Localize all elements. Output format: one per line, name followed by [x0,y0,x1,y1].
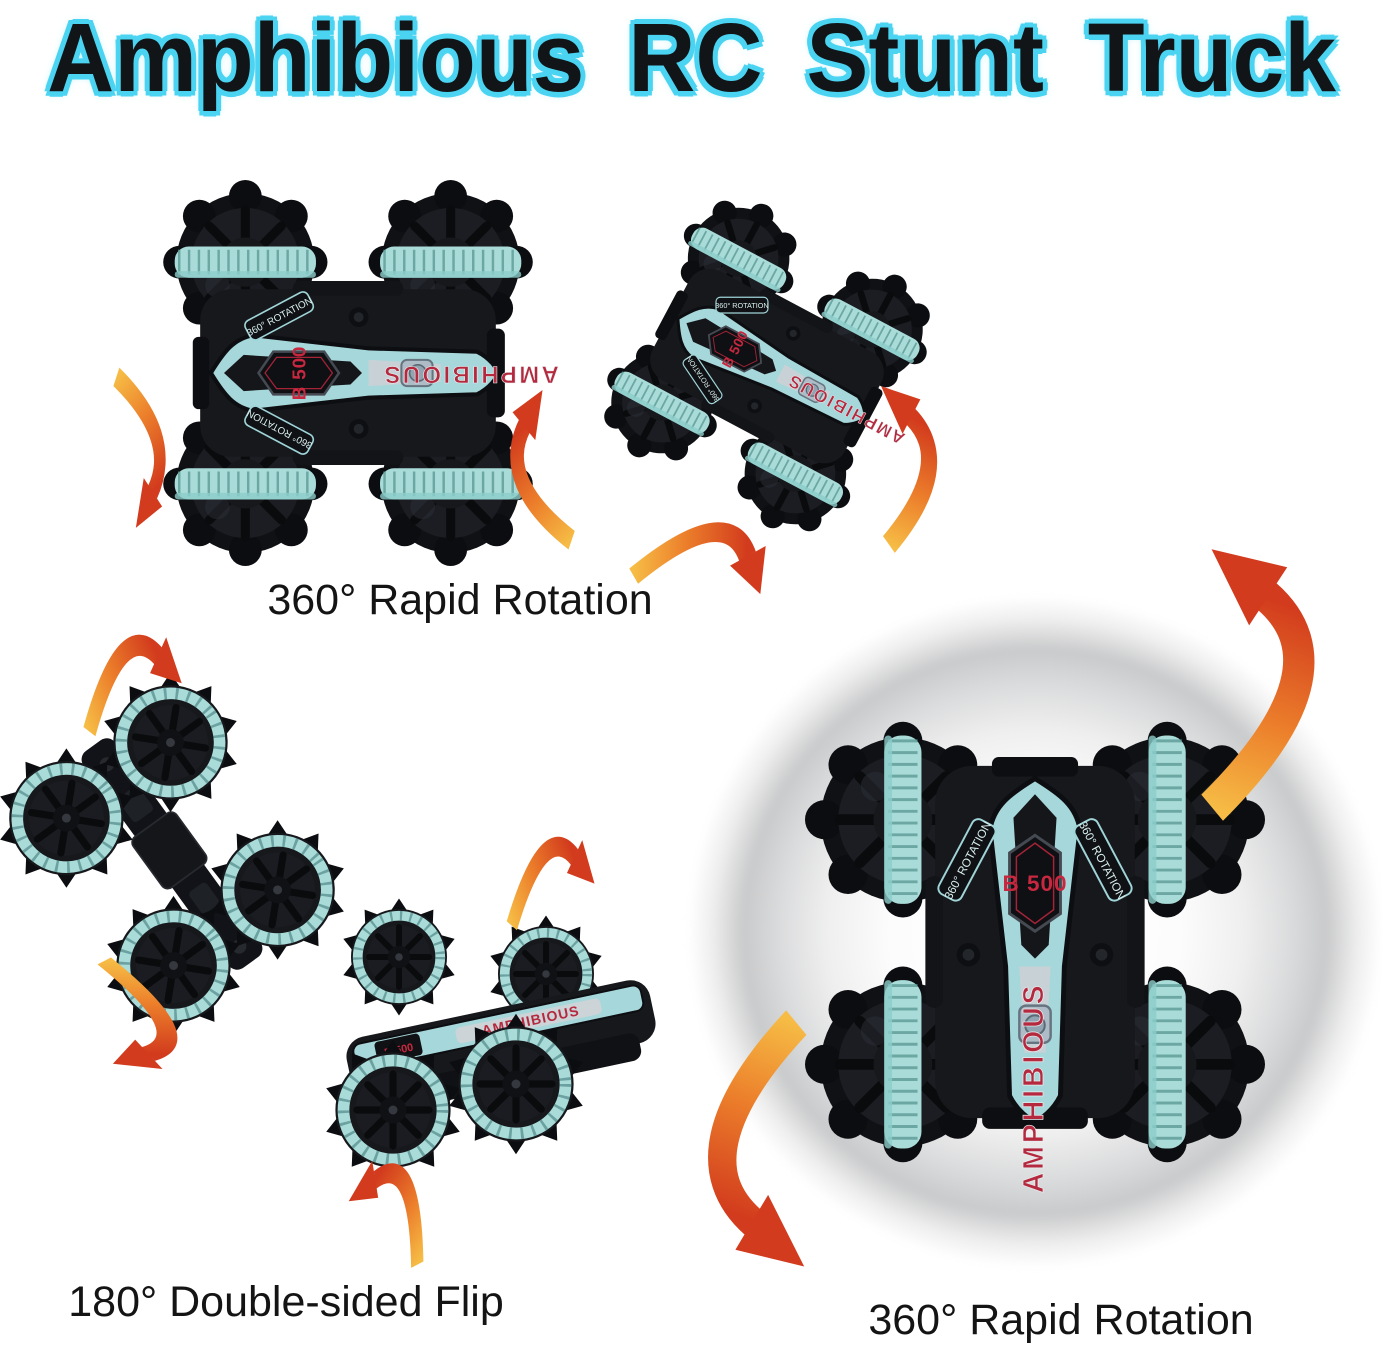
rotation-arrow-icon [488,390,588,550]
feature-caption-bottom-left: 180° Double-sided Flip [68,1278,504,1326]
flip-arrow-icon [507,805,595,950]
page-title: Amphibious RC Stunt Truck [47,3,1336,113]
feature-caption-bottom-right: 360° Rapid Rotation [868,1296,1254,1344]
rotation-arrow-icon [97,367,188,530]
flip-arrow-icon [79,599,184,757]
feature-caption-top: 360° Rapid Rotation [267,576,653,624]
truck-top-view-left-image [155,175,541,571]
